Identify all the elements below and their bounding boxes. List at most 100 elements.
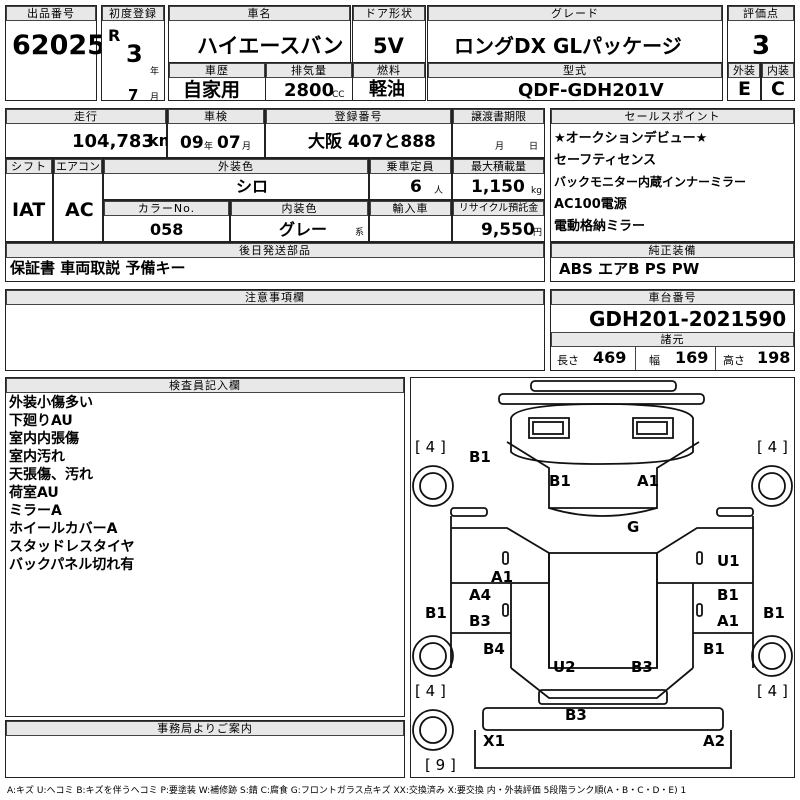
tire-grade-front-right: [ 4 ]: [757, 438, 788, 456]
car-name-box: 車名 ハイエースバン: [168, 5, 351, 63]
chassis-label: 車台番号: [551, 290, 794, 305]
grade: ロングDX GLパッケージ: [454, 34, 682, 58]
color-no-label: カラーNo.: [104, 201, 229, 216]
grade-box: グレード ロングDX GLパッケージ: [427, 5, 723, 63]
remark-line: 外装小傷多い: [9, 395, 93, 411]
score-box: 評価点 3: [727, 5, 795, 63]
door-label: ドア形状: [353, 6, 425, 21]
era: R: [108, 26, 121, 45]
reg-no: 大阪 407と888: [308, 132, 436, 152]
mileage: 104,783: [72, 131, 154, 152]
aircon-label: エアコン: [54, 159, 102, 174]
recycle-unit: 円: [533, 228, 543, 238]
spec-divider: [715, 346, 716, 370]
later-parts: 保証書 車両取説 予備キー: [10, 259, 186, 277]
spare-tire-grade: [ 9 ]: [425, 756, 456, 774]
color-no-box: カラーNo. 058: [103, 200, 230, 242]
damage-mark: B4: [483, 640, 505, 658]
tire-grade-front-left: [ 4 ]: [415, 438, 446, 456]
shift: IAT: [12, 199, 46, 221]
transfer-day: 日: [529, 142, 539, 152]
inspector-box: 検査員記入欄 外装小傷多い 下廻りAU 室内内張傷 室内汚れ 天張傷、汚れ 荷室…: [5, 377, 405, 717]
damage-mark: B3: [565, 706, 587, 724]
lot-label: 出品番号: [6, 6, 96, 21]
inspector-label: 検査員記入欄: [6, 378, 404, 393]
ext-label: 外装: [728, 63, 760, 78]
int-grade: C: [771, 78, 785, 100]
notes-box: 注意事項欄: [5, 289, 545, 371]
genuine-label: 純正装備: [551, 243, 794, 258]
insp-year: 09: [180, 133, 204, 153]
chassis-box: 車台番号 GDH201-2021590 諸元 長さ 469 幅 169 高さ 1…: [550, 289, 795, 371]
displacement-unit: CC: [332, 90, 345, 100]
lot-number: 62025: [12, 30, 106, 61]
door-box: ドア形状 5V: [352, 5, 426, 63]
recycle-box: リサイクル預託金 9,550 円: [452, 200, 545, 242]
recycle-fee: 9,550: [481, 220, 535, 240]
int-label: 内装: [762, 63, 794, 78]
damage-diagram: [ 4 ] [ 4 ] [ 4 ] [ 4 ] [ 9 ] B1 B1 A1 G…: [410, 377, 795, 778]
damage-mark: A1: [717, 612, 740, 630]
damage-mark: A4: [469, 586, 492, 604]
damage-mark: U2: [553, 658, 576, 676]
interior-suffix: 系: [355, 228, 365, 238]
remark-line: 荷室AU: [9, 485, 59, 501]
office-label: 事務局よりご案内: [6, 721, 404, 736]
damage-mark: G: [627, 518, 640, 536]
vehicle-outline: [412, 380, 793, 769]
sales-point: AC100電源: [554, 197, 627, 212]
sales-label: セールスポイント: [551, 109, 794, 124]
damage-legend: A:キズ U:ヘコミ B:キズを伴うヘコミ P:要塗装 W:補修跡 S:錆 C:…: [7, 786, 687, 796]
transfer-box: 譲渡書期限 月 日: [452, 108, 545, 158]
remark-line: ホイールカバーA: [9, 521, 118, 537]
model: QDF-GDH201V: [518, 80, 664, 101]
model-box: 型式 QDF-GDH201V: [427, 62, 723, 101]
width: 169: [675, 348, 709, 367]
inspection-box: 車検 09 年 07 月: [167, 108, 265, 158]
fuel-label: 燃料: [353, 63, 425, 78]
int-grade-box: 内装 C: [761, 62, 795, 101]
sales-point: バックモニター内蔵インナーミラー: [554, 175, 747, 189]
first-reg-label: 初度登録: [102, 6, 164, 21]
reg-year: 3: [126, 40, 143, 68]
car-name-label: 車名: [169, 6, 350, 21]
damage-mark: A1: [491, 568, 514, 586]
max-load-unit: kg: [531, 186, 542, 196]
genuine: ABS エアB PS PW: [559, 260, 700, 278]
insp-year-unit: 年: [204, 142, 214, 152]
interior-color: グレー: [279, 220, 328, 239]
later-parts-box: 後日発送部品 保証書 車両取説 予備キー: [5, 242, 545, 282]
transfer-month: 月: [495, 142, 505, 152]
history-box: 車歴 自家用: [168, 62, 266, 101]
spec-divider: [635, 346, 636, 370]
mileage-label: 走行: [6, 109, 166, 124]
genuine-box: 純正装備 ABS エアB PS PW: [550, 242, 795, 282]
capacity-box: 乗車定員 6 人: [369, 158, 452, 200]
grade-label: グレード: [428, 6, 722, 21]
remark-line: 下廻りAU: [9, 413, 73, 429]
later-parts-label: 後日発送部品: [6, 243, 544, 258]
ext-grade-box: 外装 E: [727, 62, 761, 101]
color-no: 058: [150, 220, 184, 239]
tire-grade-rear-left: [ 4 ]: [415, 682, 446, 700]
width-label: 幅: [649, 354, 660, 367]
damage-mark: B1: [425, 604, 447, 622]
damage-mark: B1: [549, 472, 571, 490]
height-label: 高さ: [723, 354, 745, 367]
remark-line: スタッドレスタイヤ: [9, 539, 135, 555]
import-label: 輸入車: [370, 201, 451, 216]
year-unit: 年: [150, 67, 160, 77]
damage-mark: B1: [703, 640, 725, 658]
exterior-color: シロ: [236, 177, 269, 196]
first-reg-box: 初度登録 R 3 年 7 月: [101, 5, 165, 104]
damage-mark: B3: [631, 658, 653, 676]
score-label: 評価点: [728, 6, 794, 21]
spec-label: 諸元: [551, 332, 794, 347]
damage-mark: B3: [469, 612, 491, 630]
int-color-box: 内装色 グレー 系: [230, 200, 369, 242]
import-box: 輸入車: [369, 200, 452, 242]
capacity-label: 乗車定員: [370, 159, 451, 174]
max-load: 1,150: [471, 177, 525, 197]
reg-month: 7: [128, 86, 139, 104]
max-load-box: 最大積載量 1,150 kg: [452, 158, 545, 200]
